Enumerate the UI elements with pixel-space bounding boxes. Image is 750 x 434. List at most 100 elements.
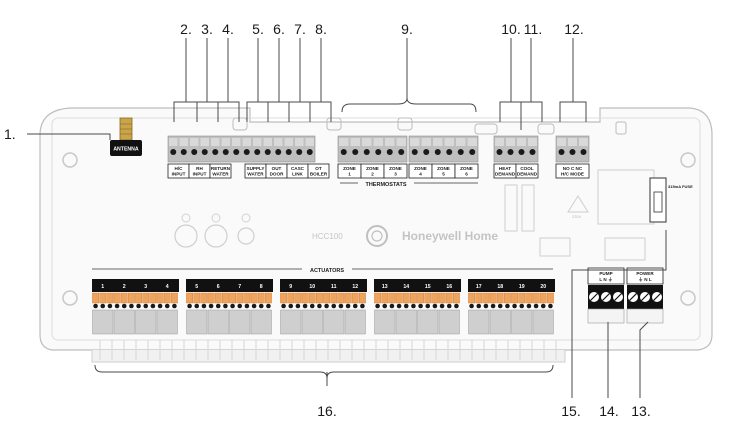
actuator-lever[interactable] (489, 292, 497, 304)
screw-terminal-icon[interactable] (469, 149, 476, 155)
actuator-lever[interactable] (351, 292, 359, 304)
pairing-button[interactable] (366, 225, 388, 247)
actuator-lever[interactable] (453, 292, 460, 304)
actuator-lever[interactable] (265, 292, 272, 304)
screw-terminal-icon[interactable] (222, 149, 229, 155)
actuator-lever[interactable] (308, 292, 316, 304)
screw-terminal-icon[interactable] (170, 149, 177, 155)
screw-terminal-icon[interactable] (363, 149, 370, 155)
actuator-lever[interactable] (236, 292, 244, 304)
actuator-lever[interactable] (374, 292, 381, 304)
screw-terminal-icon[interactable] (340, 149, 347, 155)
screw-terminal-icon[interactable] (233, 149, 240, 155)
screw-terminal-icon[interactable] (529, 149, 536, 155)
actuator-lever[interactable] (475, 292, 483, 304)
actuator-lever[interactable] (200, 292, 208, 304)
actuator-lever[interactable] (243, 292, 251, 304)
actuator-lever[interactable] (445, 292, 453, 304)
actuator-lever[interactable] (135, 292, 142, 304)
actuator-lever[interactable] (482, 292, 490, 304)
screw-terminal-icon[interactable] (457, 149, 464, 155)
screw-terminal-icon[interactable] (243, 149, 250, 155)
actuator-lever[interactable] (532, 292, 540, 304)
actuator-lever[interactable] (337, 292, 345, 304)
actuator-lever[interactable] (518, 292, 526, 304)
actuator-lever[interactable] (257, 292, 265, 304)
actuator-lever[interactable] (417, 292, 424, 304)
actuator-lever[interactable] (504, 292, 511, 304)
actuator-lever[interactable] (525, 292, 533, 304)
pump-label-box (587, 267, 625, 285)
actuator-lever[interactable] (359, 292, 366, 304)
actuator-lever[interactable] (511, 292, 518, 304)
terminal-slot (557, 138, 566, 146)
actuator-lever[interactable] (229, 292, 236, 304)
actuator-lever[interactable] (410, 292, 417, 304)
actuator-lever[interactable] (496, 292, 504, 304)
screw-terminal-icon[interactable] (518, 149, 525, 155)
actuator-lever[interactable] (214, 292, 222, 304)
screw-terminal-icon[interactable] (423, 149, 430, 155)
screw-terminal-icon[interactable] (580, 149, 587, 155)
actuator-lever[interactable] (395, 292, 403, 304)
screw-terminal-icon[interactable] (285, 149, 292, 155)
actuator-lever[interactable] (402, 292, 410, 304)
screw-terminal-icon[interactable] (352, 149, 359, 155)
screw-terminal-icon[interactable] (296, 149, 303, 155)
actuator-lever[interactable] (222, 292, 229, 304)
actuator-lever[interactable] (388, 292, 396, 304)
actuator-lever[interactable] (156, 292, 164, 304)
actuator-lever[interactable] (424, 292, 432, 304)
actuator-lever[interactable] (99, 292, 107, 304)
screw-terminal-icon[interactable] (446, 149, 453, 155)
terminal-slot (350, 138, 360, 146)
actuator-lever[interactable] (207, 292, 215, 304)
screw-terminal-icon[interactable] (434, 149, 441, 155)
led-indicator (237, 227, 255, 245)
actuator-lever[interactable] (280, 292, 287, 304)
screw-terminal-icon[interactable] (180, 149, 187, 155)
screw-terminal-icon[interactable] (496, 149, 503, 155)
screw-terminal-icon[interactable] (375, 149, 382, 155)
actuator-lever[interactable] (539, 292, 547, 304)
screw-terminal-icon[interactable] (264, 149, 271, 155)
actuator-lever[interactable] (547, 292, 554, 304)
actuator-lever[interactable] (431, 292, 439, 304)
actuator-lever[interactable] (316, 292, 323, 304)
actuator-lever[interactable] (193, 292, 201, 304)
actuator-lever[interactable] (468, 292, 475, 304)
screw-terminal-icon[interactable] (558, 149, 565, 155)
screw-terminal-icon[interactable] (386, 149, 393, 155)
actuator-lever[interactable] (106, 292, 114, 304)
actuator-lever[interactable] (120, 292, 128, 304)
actuator-lever[interactable] (301, 292, 309, 304)
actuator-lever[interactable] (438, 292, 446, 304)
actuator-lever[interactable] (186, 292, 193, 304)
screw-terminal-icon[interactable] (191, 149, 198, 155)
actuator-lever[interactable] (344, 292, 352, 304)
screw-terminal-icon[interactable] (201, 149, 208, 155)
actuator-lever[interactable] (113, 292, 121, 304)
actuator-lever[interactable] (287, 292, 295, 304)
screw-terminal-icon[interactable] (507, 149, 514, 155)
actuator-lever[interactable] (149, 292, 157, 304)
screw-terminal-icon[interactable] (212, 149, 219, 155)
screw-terminal-icon[interactable] (569, 149, 576, 155)
screw-terminal-icon[interactable] (411, 149, 418, 155)
actuator-lever[interactable] (294, 292, 302, 304)
screw-terminal-icon[interactable] (306, 149, 313, 155)
actuator-lever[interactable] (250, 292, 258, 304)
actuator-number: 8 (260, 284, 263, 290)
actuator-lever[interactable] (171, 292, 178, 304)
actuator-lever[interactable] (128, 292, 135, 304)
actuator-lever[interactable] (330, 292, 338, 304)
actuator-lever[interactable] (142, 292, 150, 304)
actuator-lever[interactable] (163, 292, 171, 304)
actuator-hole-icon (396, 303, 402, 309)
screw-terminal-icon[interactable] (275, 149, 282, 155)
actuator-lever[interactable] (92, 292, 99, 304)
screw-terminal-icon[interactable] (398, 149, 405, 155)
screw-terminal-icon[interactable] (254, 149, 261, 155)
actuator-lever[interactable] (381, 292, 389, 304)
actuator-lever[interactable] (323, 292, 330, 304)
